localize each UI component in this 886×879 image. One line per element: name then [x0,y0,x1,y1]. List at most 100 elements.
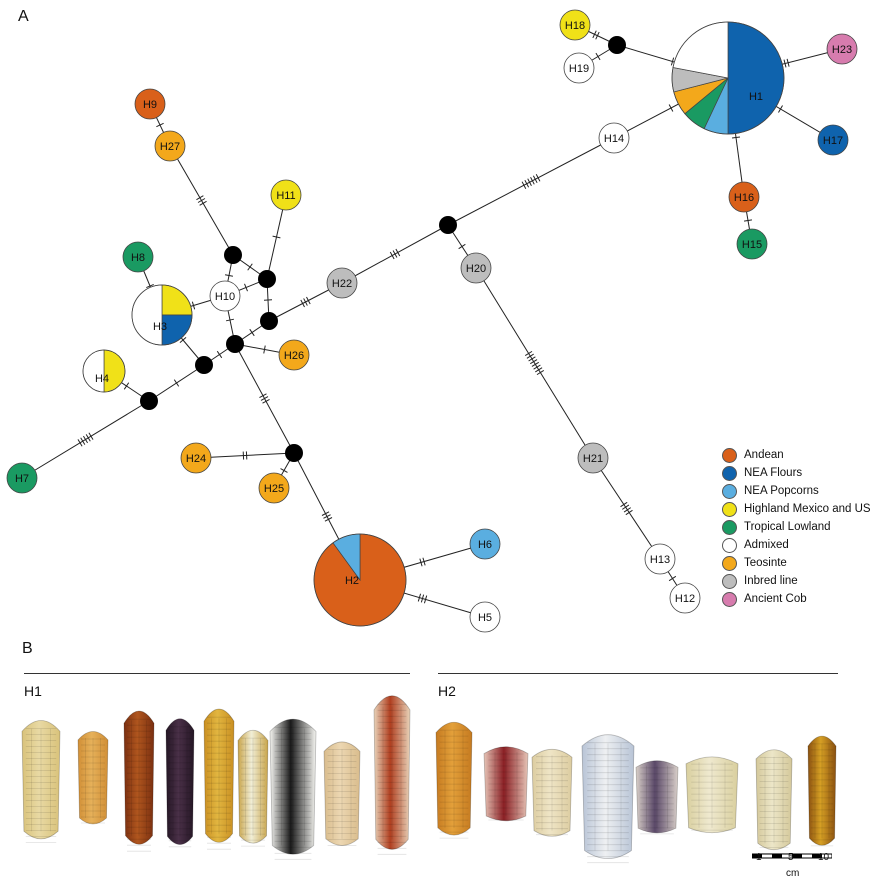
legend-label: Inbred line [744,575,798,587]
mutation-hatch [217,351,221,358]
edge-H21-H13 [593,458,660,559]
scale-unit: cm [786,868,799,879]
legend-label: NEA Flours [744,467,802,479]
legend-swatch [722,592,737,607]
node-h9: H9 [135,89,165,119]
legend-item: Admixed [722,536,871,554]
node-label-h2: H2 [345,575,359,587]
scale-tick-10: 10 [818,852,829,863]
node-label-h20: H20 [466,263,486,275]
mutation-hatch [525,180,529,187]
node-label-h17: H17 [823,135,843,147]
cob-h2-5 [636,761,678,834]
mutation-hatch [86,434,90,441]
node-h5: H5 [470,602,500,632]
mutation-hatch [778,106,782,113]
legend-swatch [722,466,737,481]
slice-nea-flours [728,22,784,134]
node-label-h11: H11 [276,190,295,202]
node-h24: H24 [181,443,211,473]
mutation-hatch [531,177,535,184]
legend-item: Tropical Lowland [722,518,871,536]
median-vector-m4 [258,270,276,288]
edge-m8-H7 [22,401,149,478]
node-label-h10: H10 [215,291,235,303]
mutation-hatch [396,249,400,256]
node-h27: H27 [155,131,185,161]
node-h17: H17 [818,125,848,155]
divider-h2 [438,673,838,674]
cob-h2-8 [808,736,836,846]
mutation-hatch [281,469,288,473]
panel-label-b: B [22,640,33,658]
mutation-hatch [622,505,629,509]
node-label-h8: H8 [131,252,145,264]
mutation-hatch [124,383,128,390]
node-label-h18: H18 [565,20,585,32]
node-h1: H1 [672,22,784,134]
node-label-h26: H26 [284,350,304,362]
node-h6: H6 [470,529,500,559]
legend-label: Teosinte [744,557,787,569]
cob-h1-8 [324,742,360,846]
node-label-h15: H15 [742,239,762,251]
edge-m3-H27 [170,146,233,255]
mutation-hatch [198,198,205,202]
mutation-hatch [626,510,633,514]
mutation-hatch [83,436,87,443]
mutation-hatch [322,512,329,516]
legend-label: NEA Popcorns [744,485,819,497]
cob-h1-2 [78,732,108,825]
node-h7: H7 [7,463,37,493]
mutation-hatch [263,399,270,403]
legend-item: Inbred line [722,572,871,590]
legend-item: Highland Mexico and US [722,500,871,518]
edge-H20-H21 [476,268,593,458]
cob-h1-4 [166,719,194,847]
cob-h1-1 [22,720,60,842]
node-label-h12: H12 [675,593,695,605]
legend-item: Ancient Cob [722,590,871,608]
slice-admixed [83,350,104,392]
legend-label: Ancient Cob [744,593,807,605]
node-label-h14: H14 [604,133,624,145]
median-vector-m7 [195,356,213,374]
mutation-hatch [534,365,541,369]
node-h26: H26 [279,340,309,370]
cob-h2-3 [532,749,572,836]
cob-h2-4 [582,735,634,863]
mutation-hatch [156,123,163,126]
mutation-hatch [593,31,596,38]
slice-highland-mexico-and-us [104,350,125,392]
legend-item: Andean [722,446,871,464]
node-label-h21: H21 [583,453,603,465]
mutation-hatch [248,264,253,271]
legend-label: Tropical Lowland [744,521,831,533]
divider-h1 [24,673,410,674]
node-label-h6: H6 [478,539,492,551]
mutation-hatch [325,517,332,521]
mutation-hatch [669,104,673,111]
cob-photos [0,680,886,876]
node-h11: H11 [271,180,301,210]
mutation-hatch [89,433,93,440]
edge-m7-m8 [149,365,204,401]
slice-admixed [132,285,162,345]
legend-item: NEA Flours [722,464,871,482]
node-h21: H21 [578,443,608,473]
legend-swatch [722,484,737,499]
mutation-hatch [525,351,532,355]
cob-h1-6 [238,730,268,846]
node-label-h5: H5 [478,612,492,624]
scale-tick-1: 1 [756,852,762,863]
node-h19: H19 [564,53,594,83]
legend-item: Teosinte [722,554,871,572]
mutation-hatch [624,508,631,512]
mutation-hatch [174,380,178,387]
node-h14: H14 [599,123,629,153]
legend-swatch [722,448,737,463]
legend-label: Admixed [744,539,789,551]
node-h4: H4 [83,350,125,392]
median-vector-m10 [439,216,457,234]
mutation-hatch [669,576,676,580]
